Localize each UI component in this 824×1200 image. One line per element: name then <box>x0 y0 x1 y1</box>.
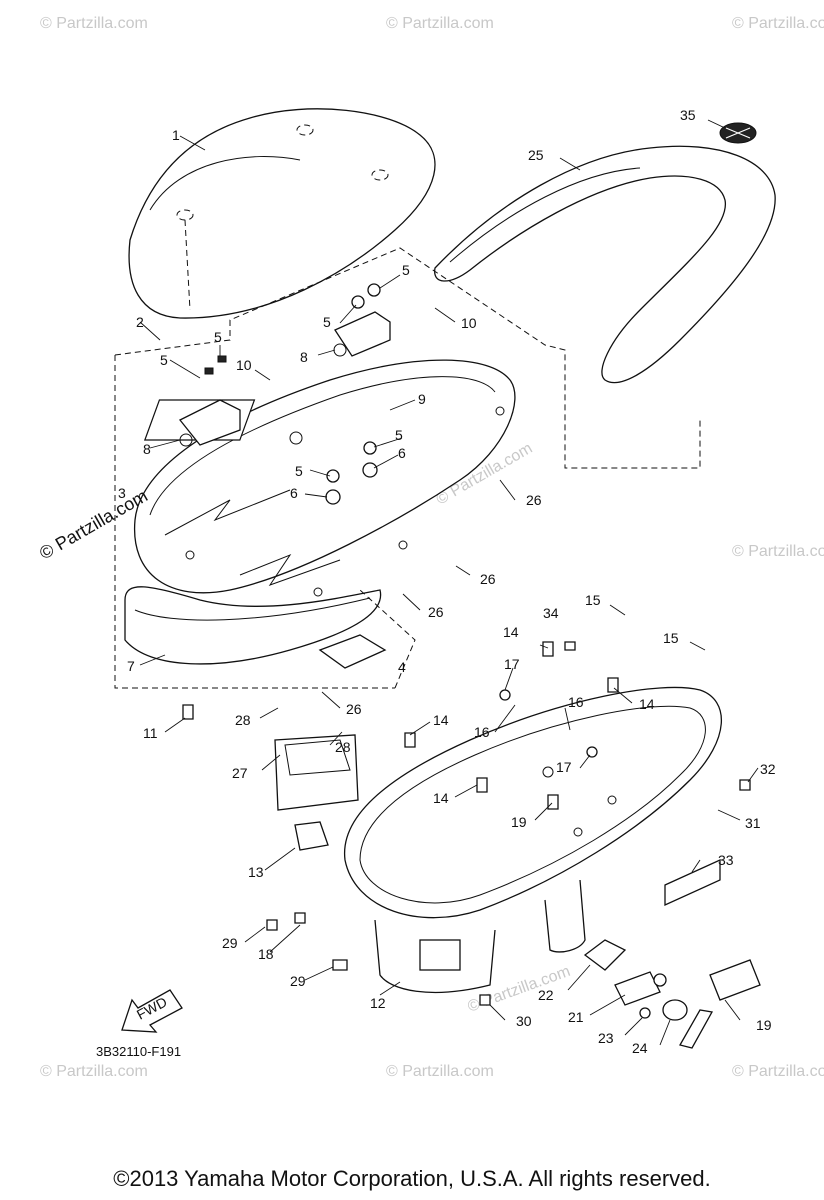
callout-20-alt: 19 <box>511 814 527 830</box>
watermark-dark: © Partzilla.com <box>36 485 151 563</box>
hinge-right-part <box>333 311 391 357</box>
callout-18: 18 <box>258 946 274 962</box>
callout-31: 31 <box>745 815 761 831</box>
callout-30: 30 <box>516 1013 532 1029</box>
callout-34: 34 <box>543 605 559 621</box>
grab-rail-part <box>434 145 776 384</box>
watermark: © Partzilla.com <box>434 440 536 509</box>
callout-32: 32 <box>760 761 776 777</box>
callout-5b: 5 <box>214 329 222 345</box>
watermark: © Partzilla.com <box>386 1063 494 1080</box>
seat-base-assembly-box <box>114 247 701 689</box>
callout-14d: 14 <box>433 790 449 806</box>
lock-hardware <box>583 939 761 1049</box>
callout-4: 4 <box>398 659 406 675</box>
callout-21: 21 <box>568 1009 584 1025</box>
callout-17a: 17 <box>504 656 520 672</box>
callout-16b: 16 <box>474 724 490 740</box>
callout-5c: 5 <box>402 262 410 278</box>
watermark: © Partzilla.com <box>732 15 824 32</box>
emblem-part <box>719 122 757 144</box>
watermark: © Partzilla.com <box>386 15 494 32</box>
callout-24: 24 <box>632 1040 648 1056</box>
diagram-code: 3B32110-F191 <box>96 1044 182 1059</box>
callout-14c: 14 <box>433 712 449 728</box>
callout-29a: 29 <box>222 935 238 951</box>
callout-2: 2 <box>136 314 144 330</box>
callout-25: 25 <box>528 147 544 163</box>
callout-33: 33 <box>718 852 734 868</box>
hardware-fasteners <box>182 283 751 1006</box>
callout-10a: 10 <box>236 357 252 373</box>
callout-7: 7 <box>127 658 135 674</box>
callout-28a: 28 <box>235 712 251 728</box>
callout-16a: 16 <box>568 694 584 710</box>
seat-base-part <box>133 359 516 597</box>
leader-lines <box>139 119 759 1046</box>
callout-26a: 26 <box>526 492 542 508</box>
callout-28b: 28 <box>335 739 351 755</box>
watermark: © Partzilla.com <box>732 1063 824 1080</box>
callout-19: 19 <box>756 1017 772 1033</box>
watermark: © Partzilla.com <box>466 963 573 1016</box>
callout-35: 35 <box>680 107 696 123</box>
callout-22: 22 <box>538 987 554 1003</box>
callout-5e: 5 <box>395 427 403 443</box>
callout-6a: 6 <box>398 445 406 461</box>
callout-27: 27 <box>232 765 248 781</box>
callout-3: 3 <box>118 485 126 501</box>
callout-6b: 6 <box>290 485 298 501</box>
callout-26d: 26 <box>346 701 362 717</box>
label-part <box>664 858 721 907</box>
callout-8b: 8 <box>300 349 308 365</box>
callout-5d: 5 <box>323 314 331 330</box>
callout-5f: 5 <box>295 463 303 479</box>
copyright-notice: ©2013 Yamaha Motor Corporation, U.S.A. A… <box>113 1166 711 1191</box>
callout-14b: 14 <box>639 696 655 712</box>
watermark: © Partzilla.com <box>732 543 824 560</box>
watermarks: © Partzilla.com © Partzilla.com © Partzi… <box>36 15 824 1080</box>
cover-plate-part <box>274 734 359 811</box>
fwd-label: FWD <box>134 994 170 1023</box>
callout-labels: 1 2 3 4 5 5 5 5 5 5 6 6 7 8 8 9 10 10 11… <box>118 107 776 1056</box>
seat-part <box>128 108 436 319</box>
forward-arrow-icon: FWD <box>121 989 183 1033</box>
callout-26b: 26 <box>480 571 496 587</box>
callout-12: 12 <box>370 995 386 1011</box>
plate-part <box>318 634 387 669</box>
callout-5a: 5 <box>160 352 168 368</box>
callout-15a: 15 <box>585 592 601 608</box>
callout-26c: 26 <box>428 604 444 620</box>
callout-11: 11 <box>143 725 158 741</box>
callout-29b: 29 <box>290 973 306 989</box>
callout-15b: 15 <box>663 630 679 646</box>
callout-1: 1 <box>172 127 180 143</box>
seal-part <box>124 586 382 665</box>
callout-8a: 8 <box>143 441 151 457</box>
callout-14a: 14 <box>503 624 519 640</box>
callout-23: 23 <box>598 1030 614 1046</box>
storage-box-part <box>343 686 722 994</box>
callout-9: 9 <box>418 391 426 407</box>
watermark: © Partzilla.com <box>40 1063 148 1080</box>
bracket-part <box>294 821 329 851</box>
watermark: © Partzilla.com <box>40 15 148 32</box>
callout-17b: 17 <box>556 759 572 775</box>
callout-10b: 10 <box>461 315 477 331</box>
callout-13: 13 <box>248 864 264 880</box>
